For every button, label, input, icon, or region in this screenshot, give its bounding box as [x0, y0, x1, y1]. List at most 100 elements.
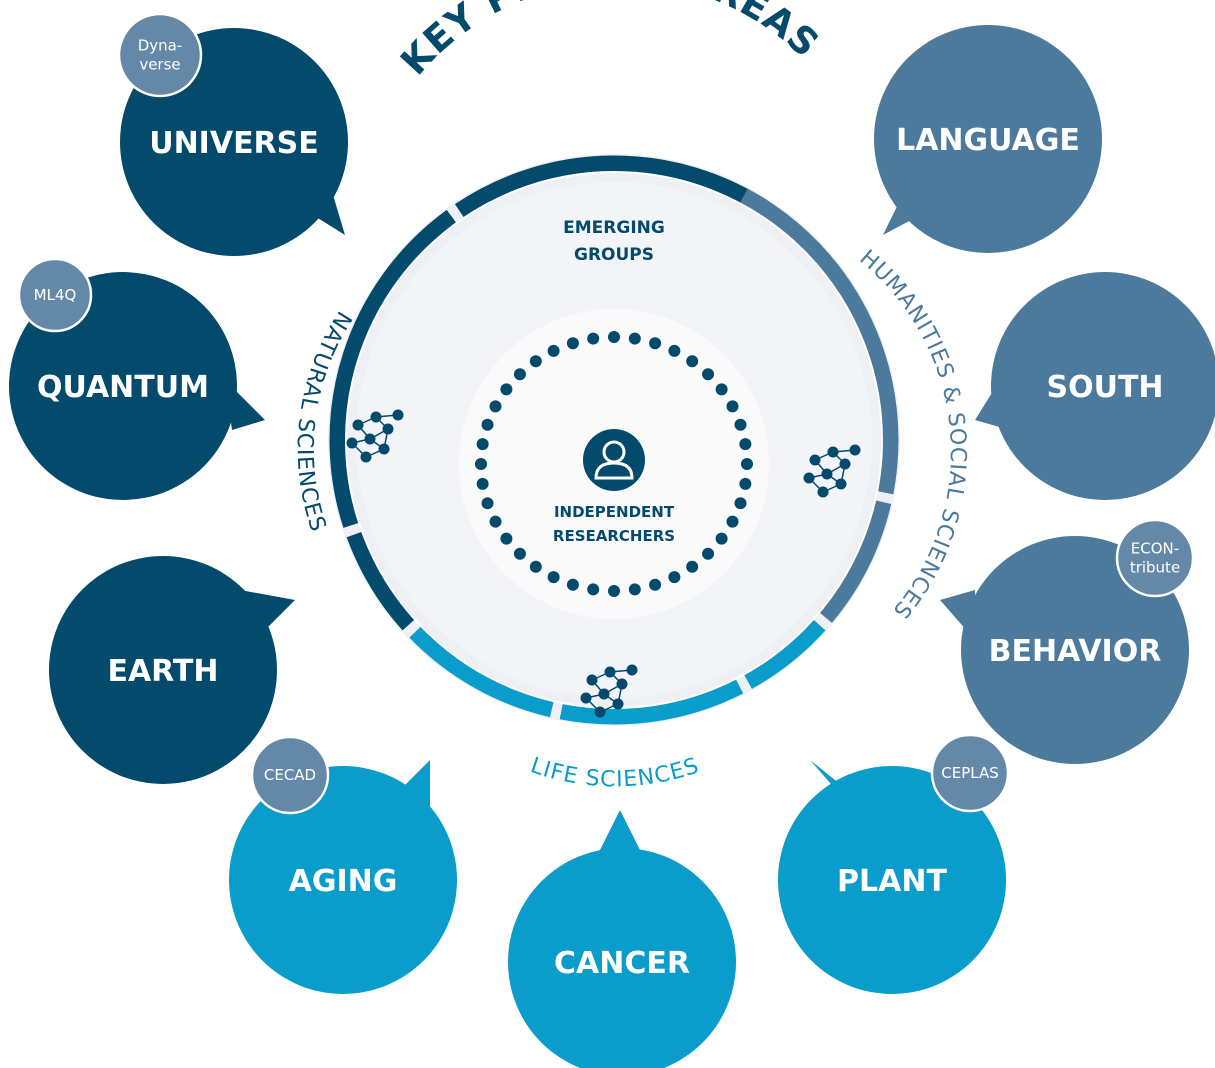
- ring-segment-life: [743, 618, 826, 689]
- ring-segment-life: [409, 625, 554, 718]
- researcher-dot: [513, 547, 526, 560]
- researcher-dot: [726, 515, 739, 528]
- researcher-dot: [702, 547, 715, 560]
- researcher-dot: [739, 438, 752, 451]
- researcher-dot: [476, 438, 489, 451]
- researcher-dot: [547, 344, 560, 357]
- researcher-dot: [628, 583, 641, 596]
- researcher-dot: [715, 532, 728, 545]
- cluster-badge-label: tribute: [1130, 559, 1180, 577]
- profile-bubble: [874, 25, 1102, 253]
- profile-area-label: SOUTH: [1046, 370, 1163, 405]
- researcher-dot: [739, 477, 752, 490]
- researcher-dot: [547, 571, 560, 584]
- profile-bubble: [961, 536, 1189, 764]
- researcher-dot: [668, 344, 681, 357]
- profile-area-label: EARTH: [107, 654, 218, 689]
- researcher-dot: [529, 560, 542, 573]
- researcher-dot: [734, 418, 747, 431]
- researcher-dot: [476, 477, 489, 490]
- cluster-badge-label: CEPLAS: [941, 764, 998, 782]
- profile-area-quantum: QUANTUM ML4Q: [9, 257, 265, 500]
- cluster-badge-label: ML4Q: [34, 286, 77, 304]
- ring-segment-humanities: [876, 439, 899, 495]
- network-icon-natural: [346, 409, 404, 463]
- independent-researchers-label-line1: INDEPENDENT: [554, 503, 675, 521]
- profile-bubble: [778, 766, 1006, 994]
- profile-area-aging: AGING CECAD: [229, 735, 457, 994]
- researcher-dot: [566, 578, 579, 591]
- researcher-dot: [734, 497, 747, 510]
- network-icon-humanities: [803, 444, 861, 498]
- profile-area-behavior: BEHAVIOR ECON-tribute: [940, 518, 1195, 764]
- diagram-title: KEY PROFILE AREAS: [392, 0, 827, 83]
- researcher-dot: [668, 571, 681, 584]
- profile-area-cancer: CANCER: [508, 810, 736, 1068]
- profile-area-label: UNIVERSE: [149, 126, 319, 161]
- ring-segment-natural: [329, 209, 457, 528]
- profile-area-label: AGING: [289, 864, 398, 899]
- separator-ring: [345, 171, 883, 709]
- researcher-dot: [726, 400, 739, 413]
- profile-area-label: QUANTUM: [37, 370, 209, 405]
- researcher-dot: [702, 368, 715, 381]
- profile-area-plant: PLANT CEPLAS: [778, 733, 1010, 994]
- profile-area-label: LANGUAGE: [896, 123, 1080, 158]
- person-icon: [583, 429, 645, 491]
- researcher-dot: [489, 515, 502, 528]
- ring-segment-life: [559, 678, 744, 725]
- researcher-dots-ring: [475, 331, 753, 597]
- profile-bubble: [991, 272, 1215, 500]
- cluster-badge-label: ECON-: [1131, 540, 1179, 558]
- profile-area-south: SOUTH: [975, 272, 1215, 500]
- cluster-badge-label: CECAD: [264, 766, 316, 784]
- researcher-dot: [475, 458, 487, 470]
- researcher-dot: [715, 383, 728, 396]
- researcher-dot: [686, 560, 699, 573]
- researcher-dot: [489, 400, 502, 413]
- ring-segment-natural: [346, 531, 416, 631]
- researcher-dot: [566, 337, 579, 350]
- researcher-dot: [649, 337, 662, 350]
- researcher-dot: [481, 497, 494, 510]
- researcher-dot: [513, 368, 526, 381]
- profile-area-language: LANGUAGE: [874, 25, 1102, 253]
- cluster-badge: [17, 257, 93, 333]
- cluster-badge: [117, 12, 203, 98]
- ring-segment-humanities: [818, 500, 892, 623]
- researcher-dot: [686, 355, 699, 368]
- cluster-badge: [1115, 518, 1195, 598]
- ring-segment-natural: [454, 155, 769, 219]
- profile-area-earth: EARTH: [49, 556, 295, 784]
- cluster-badge: [930, 733, 1010, 813]
- researcher-dot: [500, 383, 513, 396]
- profile-area-label: BEHAVIOR: [989, 634, 1162, 669]
- researcher-dot: [587, 583, 600, 596]
- cluster-badge-label: Dyna-: [138, 37, 183, 55]
- emerging-groups-label-line2: GROUPS: [574, 245, 654, 265]
- researcher-dot: [529, 355, 542, 368]
- profile-area-universe: UNIVERSE Dyna-verse: [117, 12, 348, 256]
- profile-bubble: [229, 766, 457, 994]
- profile-area-label: PLANT: [837, 864, 947, 899]
- researcher-dot: [628, 332, 641, 345]
- ring-label-life: LIFE SCIENCES: [527, 753, 702, 792]
- cluster-badge: [250, 735, 330, 815]
- researcher-dot: [587, 332, 600, 345]
- profile-bubble: [508, 848, 736, 1068]
- researcher-dot: [741, 458, 753, 470]
- ring-segment-humanities: [739, 188, 899, 441]
- cluster-badge-label: verse: [139, 56, 180, 74]
- profile-bubble: [49, 556, 277, 784]
- researcher-dot: [608, 585, 620, 597]
- emerging-groups-label-line1: EMERGING: [563, 218, 665, 238]
- independent-researchers-label-line2: RESEARCHERS: [553, 527, 675, 545]
- network-icon-life: [580, 664, 638, 718]
- researcher-dot: [608, 331, 620, 343]
- researcher-dot: [481, 418, 494, 431]
- researcher-dot: [500, 532, 513, 545]
- speech-tail: [595, 810, 645, 860]
- researcher-dot: [649, 578, 662, 591]
- profile-area-label: CANCER: [554, 946, 690, 981]
